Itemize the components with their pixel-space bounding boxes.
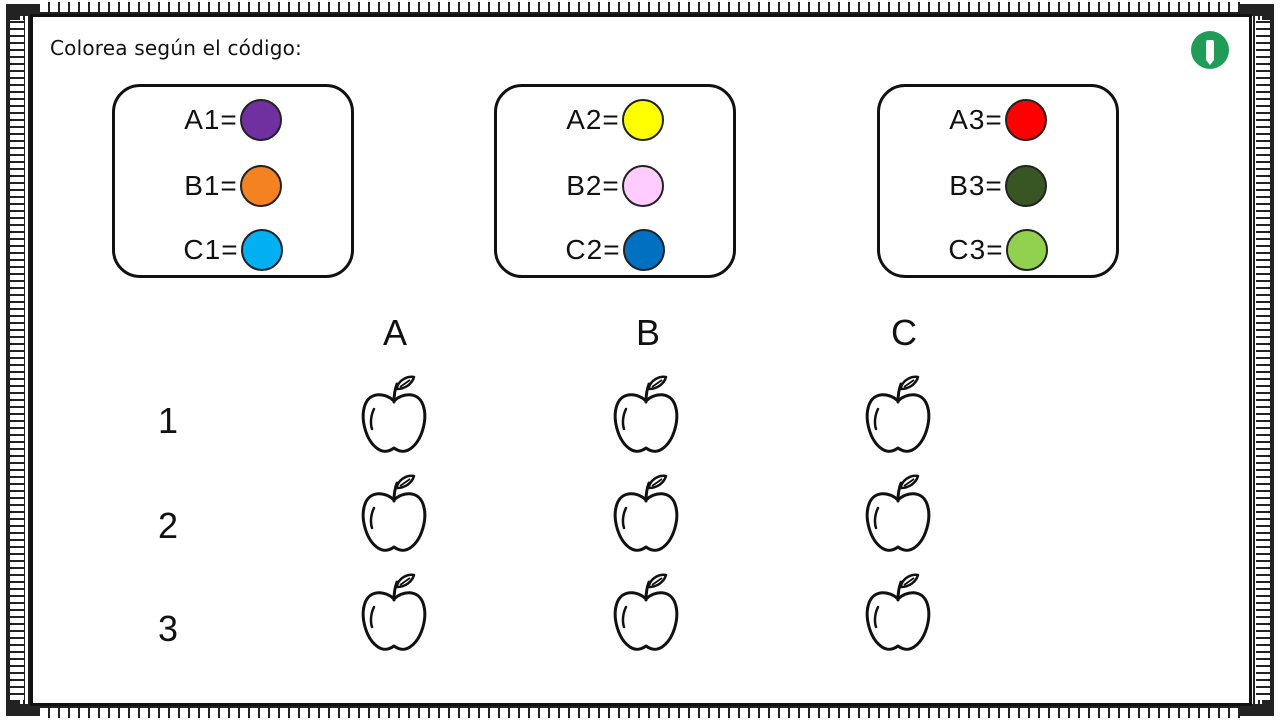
apple-outline-icon[interactable] [864, 573, 932, 653]
apple-outline-icon[interactable] [612, 474, 680, 554]
border-pattern-right [1256, 20, 1270, 700]
column-header-a: A [382, 312, 407, 353]
code-label: C1= [183, 234, 239, 265]
code-box-3: A3= B3= C3= [877, 84, 1119, 278]
row-header-3: 3 [157, 608, 179, 649]
code-item: B3= [880, 163, 1116, 209]
color-swatch [239, 165, 282, 207]
color-swatch [1004, 99, 1047, 141]
border-pattern-left [10, 20, 24, 700]
code-box-1: A1= B1= C1= [112, 84, 354, 278]
color-swatch [239, 99, 282, 141]
border-pattern-bottom [40, 708, 1240, 718]
code-item: A2= [497, 97, 733, 143]
apple-outline-icon[interactable] [360, 474, 428, 554]
apple-outline-icon[interactable] [360, 573, 428, 653]
row-header-1: 1 [157, 400, 179, 441]
color-swatch [1004, 165, 1047, 207]
code-label: C3= [948, 234, 1004, 265]
code-item: B2= [497, 163, 733, 209]
color-swatch [1005, 229, 1048, 271]
apple-outline-icon[interactable] [360, 375, 428, 455]
column-header-b: B [635, 312, 660, 353]
apple-outline-icon[interactable] [612, 573, 680, 653]
code-label: A1= [184, 104, 238, 135]
apple-outline-icon[interactable] [864, 474, 932, 554]
color-swatch [240, 229, 283, 271]
instruction-text: Colorea según el código: [50, 36, 302, 60]
code-item: C1= [115, 227, 351, 273]
code-label: A2= [566, 104, 620, 135]
code-item: A1= [115, 97, 351, 143]
color-swatch [621, 99, 664, 141]
column-header-c: C [891, 312, 917, 353]
pencil-logo-icon [1191, 31, 1229, 69]
color-swatch [622, 229, 665, 271]
apple-outline-icon[interactable] [864, 375, 932, 455]
code-label: B3= [949, 170, 1003, 201]
border-pattern-top [40, 2, 1240, 12]
color-swatch [621, 165, 664, 207]
pencil-icon [1206, 40, 1214, 65]
code-item: B1= [115, 163, 351, 209]
code-label: B2= [566, 170, 620, 201]
code-label: A3= [949, 104, 1003, 135]
code-item: A3= [880, 97, 1116, 143]
row-header-2: 2 [157, 505, 179, 546]
code-box-2: A2= B2= C2= [494, 84, 736, 278]
code-item: C3= [880, 227, 1116, 273]
apple-outline-icon[interactable] [612, 375, 680, 455]
code-item: C2= [497, 227, 733, 273]
code-label: C2= [565, 234, 621, 265]
code-label: B1= [184, 170, 238, 201]
